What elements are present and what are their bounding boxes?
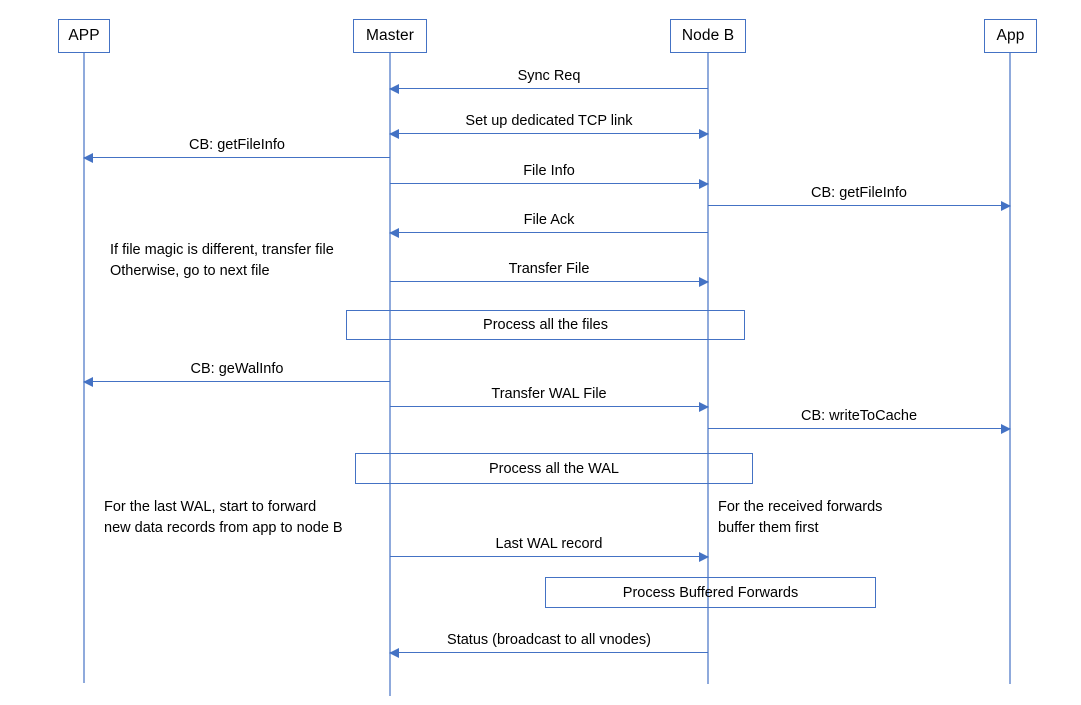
- process-box-label: Process all the files: [483, 317, 608, 333]
- note-note-received-fwds: For the received forwards buffer them fi…: [718, 499, 883, 537]
- arrow-shaft: [390, 281, 708, 283]
- message-label: CB: writeToCache: [800, 408, 918, 424]
- message-label: Transfer WAL File: [491, 386, 607, 402]
- process-box-process-all-wal[interactable]: Process all the WAL: [355, 453, 753, 484]
- participant-master[interactable]: Master: [353, 19, 427, 53]
- message-label: File Ack: [523, 212, 575, 228]
- arrowhead-left-icon: [83, 376, 93, 387]
- message-label: Status (broadcast to all vnodes): [447, 632, 651, 648]
- message-label: Transfer File: [508, 261, 590, 277]
- note-note-file-magic: If file magic is different, transfer fil…: [110, 242, 334, 280]
- participant-label: Node B: [681, 27, 735, 44]
- message-label: CB: geWalInfo: [190, 361, 284, 377]
- arrow-shaft: [390, 232, 708, 234]
- arrowhead-right-icon: [699, 551, 709, 562]
- note-note-last-wal: For the last WAL, start to forward new d…: [104, 499, 343, 537]
- process-box-label: Process all the WAL: [488, 460, 619, 477]
- arrow-shaft: [390, 406, 708, 408]
- lifeline-master: [389, 53, 391, 696]
- arrowhead-left-icon: [83, 152, 93, 163]
- lifeline-app_left: [83, 53, 85, 683]
- arrow-shaft: [84, 381, 390, 383]
- arrow-shaft: [84, 157, 390, 159]
- message-label: CB: getFileInfo: [811, 185, 907, 201]
- message-label: File Info: [523, 163, 575, 179]
- process-box-label: Process Buffered Forwards: [622, 584, 799, 601]
- participant-label: APP: [68, 27, 100, 44]
- arrowhead-right-icon: [699, 128, 709, 139]
- participant-node_b[interactable]: Node B: [670, 19, 746, 53]
- arrowhead-left-icon: [389, 647, 399, 658]
- arrowhead-left-icon: [389, 83, 399, 94]
- arrowhead-left-icon: [389, 128, 399, 139]
- arrowhead-right-icon: [1001, 423, 1011, 434]
- message-label: Last WAL record: [495, 536, 603, 552]
- participant-app_right[interactable]: App: [984, 19, 1037, 53]
- participant-label: App: [996, 27, 1025, 44]
- participant-app_left[interactable]: APP: [58, 19, 110, 53]
- arrow-shaft: [390, 183, 708, 185]
- lifeline-node_b: [707, 53, 709, 684]
- participant-label: Master: [366, 27, 414, 44]
- lifeline-app_right: [1009, 53, 1011, 684]
- arrow-shaft: [708, 205, 1010, 207]
- arrowhead-left-icon: [389, 227, 399, 238]
- arrow-shaft: [390, 133, 708, 135]
- message-label: CB: getFileInfo: [189, 137, 285, 153]
- arrow-shaft: [390, 88, 708, 90]
- message-label: Sync Req: [517, 68, 581, 84]
- arrowhead-right-icon: [1001, 200, 1011, 211]
- process-box-process-buffered-forwards[interactable]: Process Buffered Forwards: [545, 577, 876, 608]
- message-label: Set up dedicated TCP link: [465, 113, 633, 129]
- arrowhead-right-icon: [699, 276, 709, 287]
- arrowhead-right-icon: [699, 401, 709, 412]
- arrow-shaft: [390, 652, 708, 654]
- process-box-process-all-files[interactable]: Process all the files: [346, 310, 745, 340]
- arrowhead-right-icon: [699, 178, 709, 189]
- arrow-shaft: [708, 428, 1010, 430]
- arrow-shaft: [390, 556, 708, 558]
